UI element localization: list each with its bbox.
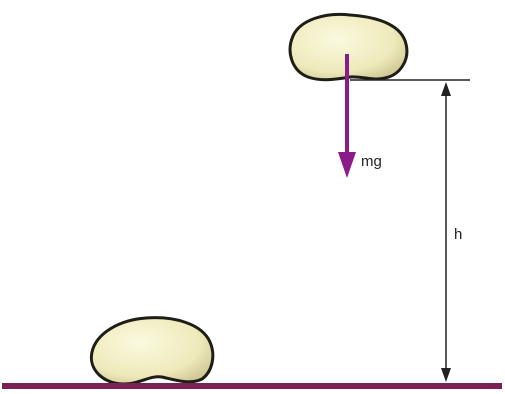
force-label: mg bbox=[361, 153, 382, 170]
height-arrowhead-top bbox=[441, 82, 451, 96]
height-arrowhead-bottom bbox=[441, 368, 451, 382]
ground-rock-shape bbox=[91, 318, 212, 384]
height-label: h bbox=[454, 226, 462, 243]
height-dimension bbox=[441, 82, 451, 382]
weight-arrowhead bbox=[338, 152, 356, 178]
ground-rock bbox=[91, 318, 212, 384]
ground-line bbox=[2, 383, 502, 389]
